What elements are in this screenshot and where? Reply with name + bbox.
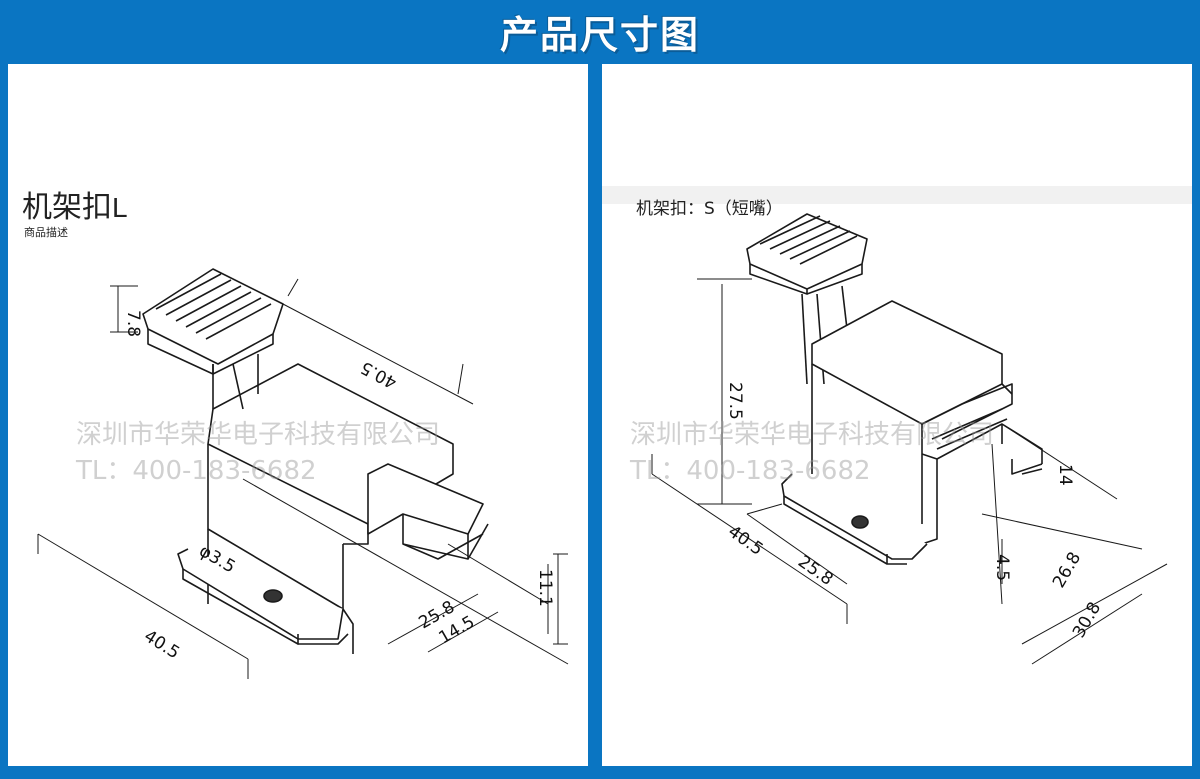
dim-s-total-width: 30.8: [1069, 599, 1105, 642]
dim-s-height: 27.5: [725, 382, 745, 420]
dim-s-width: 26.8: [1049, 549, 1085, 592]
panel-s-type: 机架扣：S（短嘴）: [602, 64, 1192, 766]
header-title: 产品尺寸图: [499, 12, 700, 57]
product-description-label: 商品描述: [24, 226, 68, 239]
dim-s-jaw: 14: [1055, 464, 1075, 486]
header-bar: 产品尺寸图: [0, 0, 1200, 62]
product-title-l-latin: L: [112, 192, 128, 223]
drawing-l-type: 7.8 40.5 40.5 φ3.5 25.8 14.5 11.1: [37, 268, 569, 679]
panel-l-type: 机架扣L 商品描述: [8, 64, 588, 766]
drawing-s-type: 27.5 40.5 25.8 14 4.5 26.8 30.8: [651, 213, 1168, 665]
dim-s-body-length: 25.8: [794, 552, 836, 590]
dim-l-base-length: 40.5: [140, 626, 183, 663]
dim-s-base-length: 40.5: [724, 522, 766, 560]
dim-l-jaw-height: 11.1: [535, 569, 555, 607]
title-bar-background: [602, 186, 1192, 204]
dim-l-height: 7.8: [123, 310, 143, 337]
product-title-s: 机架扣：S（短嘴）: [636, 199, 783, 219]
product-title-l: 机架扣L: [22, 182, 128, 226]
dim-s-jaw-height: 4.5: [992, 554, 1012, 581]
product-title-l-cn: 机架扣: [22, 190, 112, 225]
